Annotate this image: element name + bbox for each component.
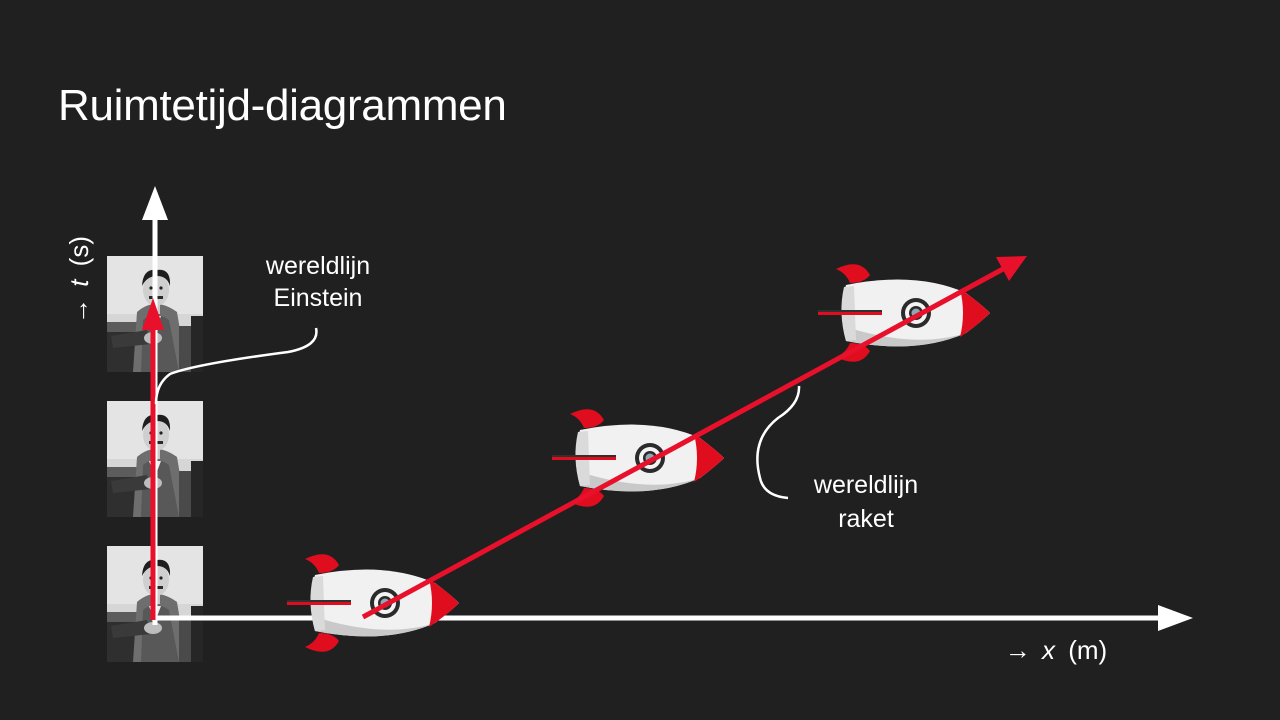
slide-title: Ruimtetijd-diagrammen: [58, 81, 507, 130]
t-axis-label: → t (s): [64, 236, 94, 324]
rocket-annotation-line2: raket: [838, 505, 894, 533]
einstein-worldline-arrowhead: [142, 298, 164, 330]
rocket-annotation-leader: [756, 385, 801, 500]
einstein-annotation-leader: [154, 327, 318, 405]
rocket-icon: [287, 554, 459, 652]
rocket-worldline: [361, 266, 1005, 620]
rocket-icon: [552, 409, 724, 507]
x-axis-label-arrow: →: [1005, 635, 1031, 665]
t-axis-label-arrow: →: [64, 298, 94, 324]
rocket-icon: [818, 264, 990, 362]
t-axis-label-unit: (s): [64, 236, 94, 266]
einstein-annotation-line2: Einstein: [274, 284, 363, 312]
x-axis-label-unit: (m): [1068, 635, 1107, 665]
t-axis-label-symbol: t: [64, 278, 94, 287]
rocket-worldline-arrowhead: [996, 256, 1027, 281]
x-axis-label: → x (m): [1005, 635, 1107, 665]
x-axis-arrowhead: [1158, 605, 1193, 631]
rocket-annotation-line1: wereldlijn: [813, 471, 918, 499]
x-axis-label-symbol: x: [1040, 635, 1056, 665]
t-axis-arrowhead: [142, 186, 168, 220]
einstein-annotation-line1: wereldlijn: [265, 252, 370, 280]
